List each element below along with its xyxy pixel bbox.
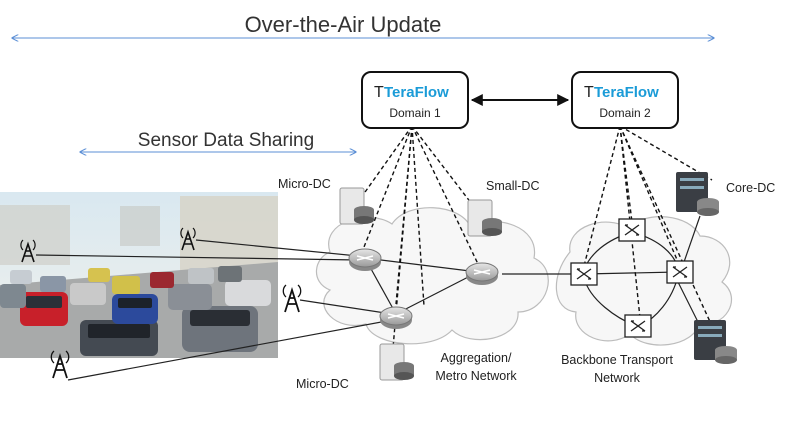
core-dc-server-icon	[676, 172, 719, 216]
metro-network-label: Metro Network	[435, 369, 517, 383]
optical-switch-icon	[666, 260, 694, 284]
controller-name: Domain 1	[389, 106, 441, 120]
micro-dc-server-icon	[379, 343, 414, 381]
metro-network-label: Aggregation/	[441, 351, 512, 365]
controller-brand: TeraFlow	[594, 84, 659, 101]
cell-tower-icon	[180, 227, 196, 251]
controller-brand: TeraFlow	[384, 84, 449, 101]
optical-switch-icon	[624, 314, 652, 338]
teraflow-logo-icon: T	[374, 84, 384, 101]
controller-name: Domain 2	[599, 106, 651, 120]
metro-network-cloud	[315, 207, 549, 345]
optical-switch-icon	[618, 218, 646, 242]
controller-domain-1[interactable]: T TeraFlow Domain 1	[361, 71, 469, 129]
domain2-control-links	[583, 125, 713, 327]
controller-domain-2[interactable]: T TeraFlow Domain 2	[571, 71, 679, 129]
router-icon	[348, 248, 382, 271]
domain1-control-links	[357, 125, 479, 361]
router-icon	[465, 262, 499, 285]
traffic-scene	[0, 192, 278, 358]
cell-tower-icon	[50, 350, 70, 379]
diagram-subtitle: Sensor Data Sharing	[138, 130, 314, 151]
small-dc-server-icon	[467, 199, 502, 237]
core-dc-server-icon	[694, 320, 737, 364]
cell-tower-icon	[20, 239, 36, 263]
backbone-network-label: Backbone Transport	[561, 353, 673, 367]
optical-switch-icon	[570, 262, 598, 286]
cell-tower-icon	[282, 284, 302, 313]
core-dc-label: Core-DC	[726, 181, 775, 195]
micro-dc-label: Micro-DC	[278, 177, 331, 191]
teraflow-logo-icon: T	[584, 84, 594, 101]
small-dc-label: Small-DC	[486, 179, 539, 193]
backbone-network-label: Network	[594, 371, 641, 385]
router-icon	[379, 306, 413, 329]
access-links	[35, 239, 578, 381]
diagram-title: Over-the-Air Update	[245, 12, 442, 37]
micro-dc-label: Micro-DC	[296, 377, 349, 391]
micro-dc-server-icon	[339, 187, 374, 225]
